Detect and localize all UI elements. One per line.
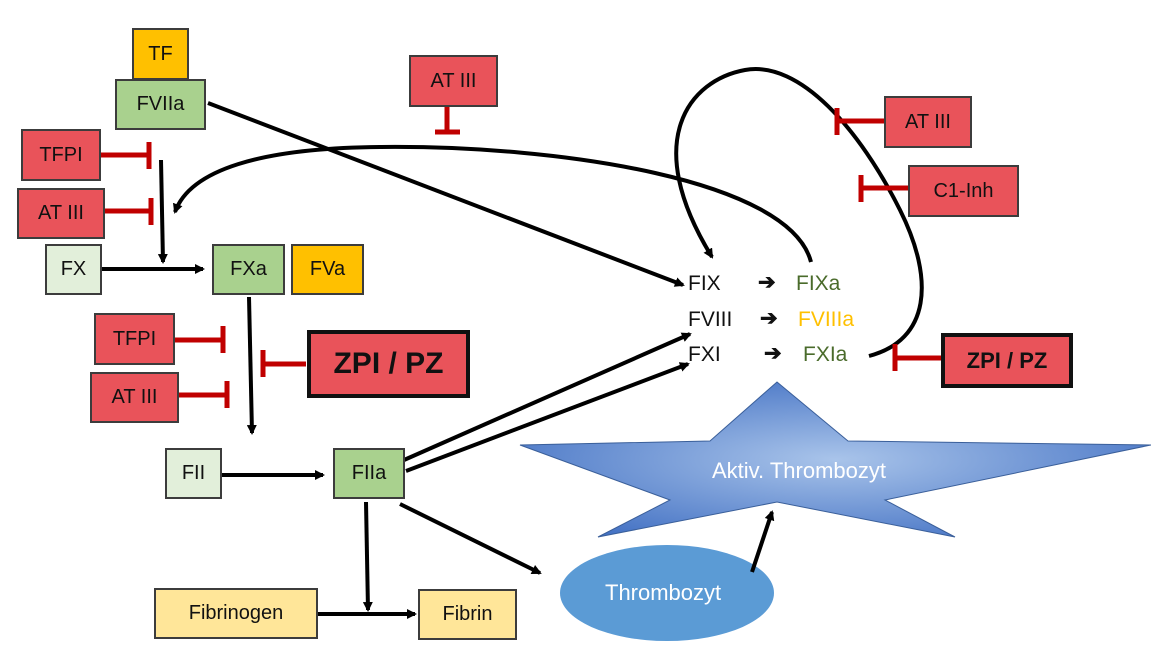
inhibitor-tfpi-1: TFPI: [21, 129, 101, 181]
platelet-ellipse: [560, 545, 774, 641]
arrow-fxia-to-fix: [674, 67, 924, 358]
arrow-fviia-to-fx: [157, 159, 168, 264]
arrow-thrombozyt-to-activated: [750, 510, 775, 573]
node-fviia: FVIIa: [115, 79, 206, 130]
label-fxia: FXIa: [803, 343, 848, 366]
inhibitor-zpi-pz-1-label: ZPI / PZ: [333, 347, 444, 380]
node-fviia-label: FVIIa: [136, 93, 185, 115]
node-fxa: FXa: [212, 244, 285, 295]
inhibitor-at3-right-label: AT III: [905, 110, 951, 133]
inhibitor-at3-top: AT III: [409, 55, 498, 107]
label-fix: FIX: [688, 272, 721, 295]
node-fx-label: FX: [60, 258, 87, 280]
node-fibrinogen-label: Fibrinogen: [188, 602, 284, 624]
node-fibrinogen: Fibrinogen: [154, 588, 318, 639]
arrow-fviii-icon: ➔: [760, 307, 778, 330]
inhibitor-c1-inh-label: C1-Inh: [933, 179, 994, 202]
inhibitor-at3-2-label: AT III: [111, 386, 158, 408]
inhibitor-zpi-pz-2-label: ZPI / PZ: [966, 347, 1048, 373]
node-fibrin: Fibrin: [418, 589, 517, 640]
node-fiia-label: FIIa: [351, 462, 387, 484]
inhibitor-at3-top-label: AT III: [430, 69, 477, 92]
label-platelet: Thrombozyt: [605, 580, 722, 605]
arrow-fxa-down: [246, 296, 257, 435]
inhibitor-tfpi-1-label: TFPI: [39, 143, 83, 166]
node-fii: FII: [165, 448, 222, 499]
node-fva-label: FVa: [309, 258, 346, 280]
arrow-fiia-to-fxi: [405, 362, 690, 473]
label-fixa: FIXa: [796, 272, 841, 295]
node-fiia: FIIa: [333, 448, 405, 499]
node-fva: FVa: [291, 244, 364, 295]
arrow-fiia-to-thrombozyt: [399, 502, 542, 575]
inhibitor-at3-2: AT III: [90, 372, 179, 423]
label-fviiia: FVIIIa: [798, 308, 855, 331]
inhibitor-tfpi-2-label: TFPI: [112, 327, 157, 350]
arrow-fix-icon: ➔: [758, 271, 776, 294]
inhibitor-zpi-pz-2: ZPI / PZ: [941, 333, 1073, 388]
arrow-fxi-icon: ➔: [764, 342, 782, 365]
arrow-fiia-to-fviii: [403, 332, 692, 462]
inhibitor-c1-inh: C1-Inh: [908, 165, 1019, 217]
label-fxi: FXI: [688, 343, 721, 366]
node-fibrin-label: Fibrin: [442, 603, 493, 625]
node-fxa-label: FXa: [230, 258, 267, 280]
arrow-fviia-to-fix: [207, 101, 685, 287]
node-fii-label: FII: [181, 462, 206, 484]
node-tf: TF: [132, 28, 189, 80]
label-fviii: FVIII: [688, 308, 733, 331]
label-activated-platelet: Aktiv. Thrombozyt: [712, 458, 887, 483]
arrow-fiia-down: [362, 501, 373, 612]
node-tf-label: TF: [148, 42, 173, 65]
inhibitor-at3-1-label: AT III: [38, 202, 84, 224]
node-fx: FX: [45, 244, 102, 295]
inhibitor-zpi-pz-1: ZPI / PZ: [307, 330, 470, 398]
arrow-fixa-to-fx: [172, 144, 813, 263]
inhibitor-tfpi-2: TFPI: [94, 313, 175, 365]
activated-platelet-star: [519, 381, 1151, 538]
inhibitor-at3-1: AT III: [17, 188, 105, 239]
inhibitor-at3-right: AT III: [884, 96, 972, 148]
